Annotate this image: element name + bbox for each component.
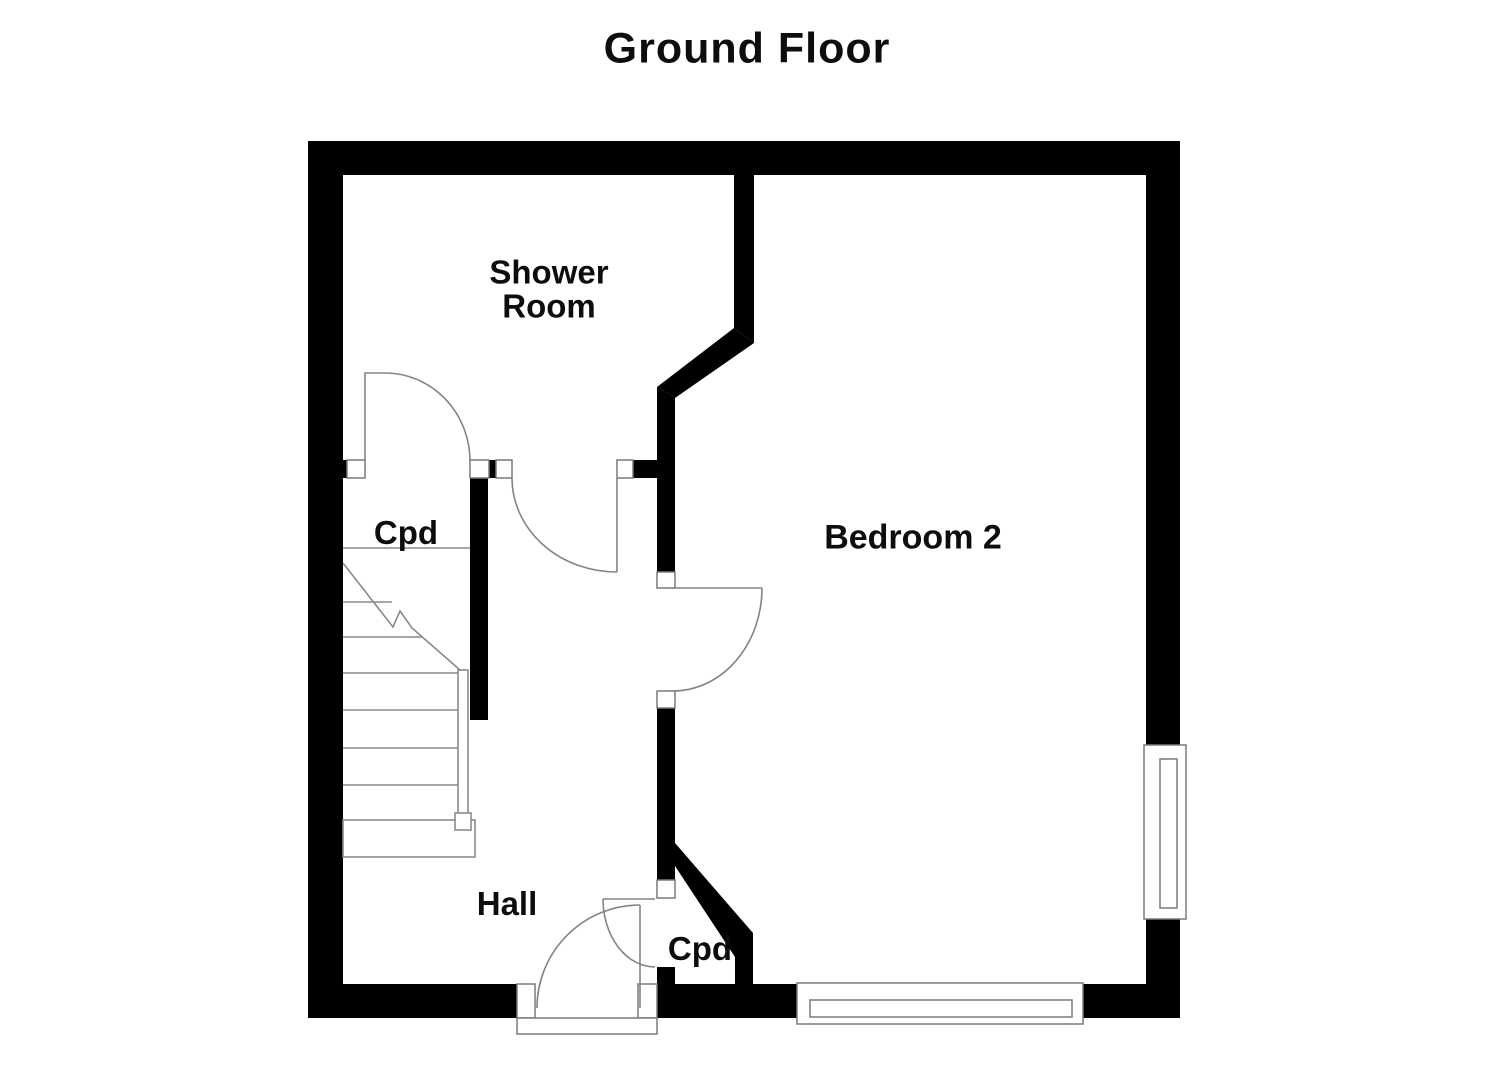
wall-bottom-middle: [657, 984, 797, 1018]
cupboard-lower-door: [602, 898, 656, 968]
jamb-shower-door: [616, 459, 634, 479]
room-label-bedroom-2: Bedroom 2: [824, 518, 1002, 557]
jamb-cupboard-lower: [656, 879, 676, 899]
wall-stub-left: [343, 460, 347, 478]
windows: [796, 744, 1187, 1025]
cupboard-upper-door-leaf: [364, 372, 385, 461]
wall-hall-cupboard: [470, 478, 488, 720]
shower-room-door: [511, 477, 618, 573]
cupboard-upper-door-arc: [384, 372, 471, 462]
window-right-inner: [1159, 758, 1178, 909]
jamb-bedroom-door-bottom: [656, 690, 676, 709]
room-label-cupboard-lower: Cpd: [667, 930, 733, 968]
wall-left: [308, 141, 343, 1018]
wall-bedroom-west-upper: [657, 387, 675, 572]
room-label-hall: Hall: [476, 885, 538, 923]
doors: [364, 372, 763, 1009]
room-label-cupboard-upper: Cpd: [373, 514, 439, 552]
stairs-handrail: [457, 669, 469, 819]
wall-stub-right: [633, 460, 659, 478]
window-bottom-outer: [796, 982, 1084, 1025]
room-label-shower-room: Shower Room: [489, 253, 609, 324]
wall-bottom-right: [1083, 984, 1180, 1018]
wall-stub-mid: [489, 460, 496, 478]
shower-door-arc: [511, 477, 618, 573]
bedroom-2-door: [672, 587, 763, 692]
entry-door: [536, 904, 641, 1009]
stairs-break-line: [342, 562, 461, 671]
stairs-bottom-tread: [342, 819, 476, 858]
wall-right-upper: [1146, 141, 1180, 745]
wall-bedroom-west-middle: [657, 708, 675, 880]
wall-bottom-left: [308, 984, 517, 1018]
bedroom-door-arc: [672, 587, 763, 692]
jamb-cupboard-upper-left: [346, 459, 366, 479]
wall-top: [308, 141, 1180, 175]
entry-threshold: [516, 1017, 658, 1035]
bedroom-right-window: [1143, 744, 1187, 920]
door-jambs: [346, 459, 676, 1035]
walls: [308, 141, 1180, 1018]
jamb-entry-right: [637, 983, 658, 1019]
jamb-hall-wall-west: [469, 459, 490, 479]
window-right-outer: [1143, 744, 1187, 920]
jamb-hall-wall-east: [495, 459, 513, 479]
entry-door-arc: [536, 904, 641, 1009]
bedroom-bottom-window: [796, 982, 1084, 1025]
cupboard-upper-door: [364, 372, 471, 462]
window-bottom-inner: [809, 999, 1073, 1018]
jamb-bedroom-door-top: [656, 571, 676, 589]
staircase: [342, 547, 476, 858]
cupboard-lower-door-arc: [602, 898, 656, 968]
wall-shower-bedroom-upper: [734, 175, 754, 343]
wall-cupboard-lower-diagonal: [675, 843, 753, 990]
page-title: Ground Floor: [603, 24, 891, 73]
wall-shower-bedroom-diagonal: [657, 328, 754, 398]
wall-bedroom-west-lower: [657, 967, 675, 1018]
jamb-entry-left: [516, 983, 536, 1019]
stairs-newel-post: [454, 812, 472, 831]
